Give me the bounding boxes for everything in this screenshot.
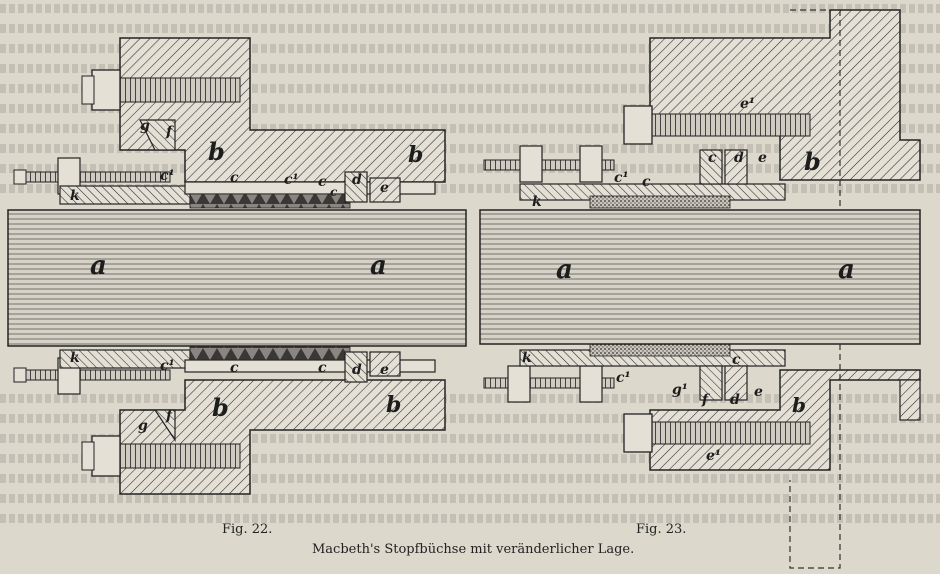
fig22-label-e-bot: e [380, 362, 389, 378]
fig23-shaft [479, 209, 921, 345]
fig22-packing-bottom [189, 345, 351, 361]
fig23-label-d-top: d [734, 150, 744, 166]
fig22-label-k-bot: k [70, 350, 80, 366]
fig22-label-c1-top: c¹ [160, 168, 175, 184]
fig22-label-e-top: e [380, 180, 389, 196]
fig23-label-f-bot: f [701, 392, 711, 408]
fig23-label-g-bot: g¹ [672, 382, 688, 398]
fig23-bolt-top [649, 113, 811, 137]
fig22-bolt-top [119, 77, 241, 103]
fig23-label-d-bot: d [730, 392, 740, 408]
fig23-labels: a a b b e¹ c¹ c c d e k c¹ c g¹ f d e e¹… [522, 96, 855, 464]
fig22-label-c-top-2: c [318, 174, 327, 190]
fig22-packing-top [189, 193, 351, 209]
fig23-housing-top [649, 9, 921, 181]
fig22-bolt-bottom [119, 443, 241, 469]
fig23-label-a-right: a [838, 255, 855, 285]
fig22-ring-e-bot [369, 351, 401, 377]
fig22-label-c-bot-1: c [230, 360, 239, 376]
fig22-label-b-top-right: b [408, 142, 423, 168]
fig22-caption: Fig. 22. [222, 522, 273, 537]
fig23-packing-bottom [589, 343, 731, 357]
fig22-label-b-bottom-right: b [386, 392, 401, 418]
fig22-label-c-bot-2: c [318, 360, 327, 376]
fig22-label-b-top: b [208, 137, 225, 166]
fig23-bolt-bottom [649, 421, 811, 445]
fig23-label-a-left: a [556, 255, 573, 285]
fig23-label-b-bot: b [792, 393, 806, 417]
fig23-housing-bottom [649, 369, 921, 471]
fig23-caption: Fig. 23. [636, 522, 687, 537]
fig22-label-d-top: d [352, 172, 362, 188]
fig23-stud-top [483, 159, 615, 171]
fig23-stud-bottom [483, 377, 615, 389]
fig22-ring-d-top [344, 171, 368, 203]
fig23-label-k-top: k [532, 194, 542, 210]
fig22-nut-top [91, 69, 121, 111]
fig22-nut-bottom [91, 435, 121, 477]
fig23-packing-top [589, 195, 731, 209]
fig23-label-k-bot: k [522, 350, 532, 366]
fig23-label-e1-top: e¹ [740, 96, 755, 112]
fig22-stud-top [19, 171, 171, 183]
fig23-label-e-top: e [758, 150, 767, 166]
fig22-label-g-bot: g [138, 418, 148, 434]
fig22-drawing [7, 37, 467, 495]
fig22-wedge-bottom [140, 409, 176, 442]
fig22-label-c-top-1: c [230, 170, 239, 186]
fig23-label-c-top: c [642, 174, 651, 190]
fig22-label-a-right: a [370, 251, 387, 281]
fig22-label-c-top-3: c [330, 185, 338, 199]
fig22-stud-bottom [19, 369, 171, 381]
fig22-label-c1-bot: c¹ [160, 358, 175, 374]
fig23-label-c1-bot: c¹ [616, 370, 631, 386]
fig22-wedge-top [139, 119, 176, 151]
fig22-label-g-top: g [140, 118, 150, 134]
fig22-label-k-top: k [70, 188, 80, 204]
fig23-label-b-top: b [804, 147, 821, 176]
fig22-label-c1-top-2: c¹ [284, 172, 299, 188]
fig22-label-a-left: a [90, 251, 107, 281]
fig22-housing-top [119, 37, 446, 183]
fig22-label-d-bot: d [352, 362, 362, 378]
fig22-ring-d-bot [344, 351, 368, 383]
fig22-ring-e-top [369, 177, 401, 203]
fig23-label-c-bot: c [732, 352, 741, 368]
fig22-label-f-top: f [165, 124, 175, 140]
fig23-label-c-top-2: c [708, 150, 717, 166]
fig23-label-c1-top: c¹ [614, 170, 629, 186]
fig22-label-f-bot: f [165, 408, 175, 424]
fig22-label-b-bottom: b [212, 393, 229, 422]
fig22-labels: a a b b b b c¹ c c¹ c c d e f g k c¹ c c… [70, 118, 423, 434]
fig23-drawing [479, 9, 921, 569]
figure-title: Macbeth's Stopfbüchse mit veränderlicher… [312, 542, 635, 557]
fig22-shaft [7, 209, 467, 347]
fig23-dashed-outline [789, 9, 841, 569]
fig23-label-e1-bot: e¹ [706, 448, 721, 464]
fig23-label-e-bot: e [754, 384, 763, 400]
